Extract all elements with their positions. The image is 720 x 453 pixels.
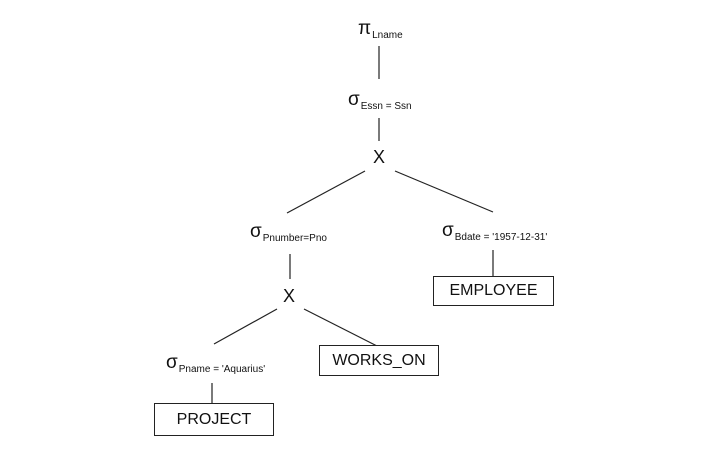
edge-cross1-select2 <box>286 170 366 214</box>
cross-product-node-1: X <box>373 147 386 167</box>
selection-node-essn: σEssn = Ssn <box>348 89 412 112</box>
pi-symbol: π <box>358 18 372 39</box>
edge-cross2-workson <box>303 308 378 347</box>
works-on-relation-box: WORKS_ON <box>319 345 439 376</box>
cross-product-node-2: X <box>283 286 296 306</box>
selection-condition: Bdate = '1957-12-31' <box>454 232 548 243</box>
sigma-symbol: σ <box>348 89 360 110</box>
projection-node: πLname <box>358 18 403 41</box>
projection-attribute: Lname <box>372 30 403 41</box>
edge-cross2-selectpname <box>213 308 278 345</box>
selection-node-bdate: σBdate = '1957-12-31' <box>442 220 548 243</box>
sigma-symbol: σ <box>250 221 262 242</box>
selection-node-pname: σPname = 'Aquarius' <box>166 352 266 375</box>
sigma-symbol: σ <box>166 352 178 373</box>
selection-node-pnumber: σPnumber=Pno <box>250 221 327 244</box>
selection-condition: Pname = 'Aquarius' <box>178 364 266 375</box>
project-relation-box: PROJECT <box>154 403 274 436</box>
edge-cross1-selectbdate <box>394 170 494 213</box>
selection-condition: Pnumber=Pno <box>262 233 327 244</box>
sigma-symbol: σ <box>442 220 454 241</box>
selection-condition: Essn = Ssn <box>360 101 412 112</box>
employee-relation-box: EMPLOYEE <box>433 276 554 306</box>
